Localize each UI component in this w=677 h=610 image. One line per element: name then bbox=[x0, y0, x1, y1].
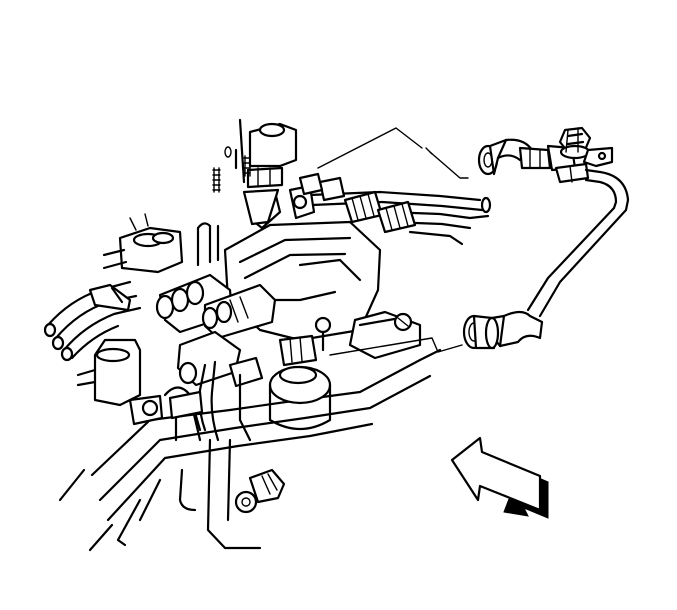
direction-arrow bbox=[450, 436, 549, 519]
spring-part bbox=[212, 167, 221, 193]
fuel-injector-rail bbox=[155, 172, 492, 442]
spring-part-2 bbox=[243, 155, 251, 177]
hose-end-fitting-lower bbox=[462, 314, 500, 350]
hose-assembly bbox=[462, 126, 630, 350]
engine-assembly bbox=[43, 172, 492, 552]
sensor-connector bbox=[212, 118, 298, 226]
leader-lines bbox=[317, 127, 469, 356]
mounting-bolt bbox=[558, 126, 592, 160]
